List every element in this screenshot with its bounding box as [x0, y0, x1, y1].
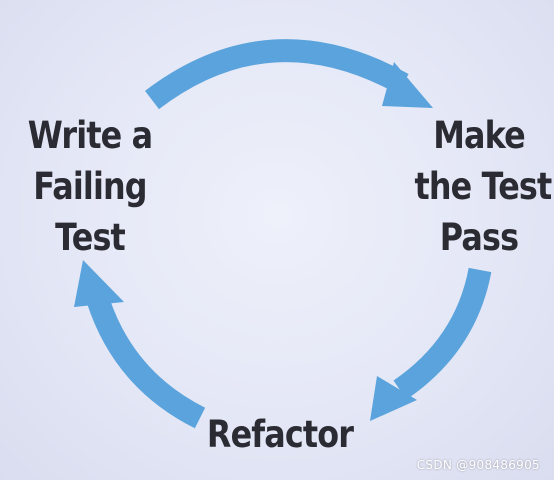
arrow-pass-to-refactor-head	[370, 376, 417, 421]
step-write-line-2: Failing	[33, 165, 147, 208]
arrow-refactor-to-write	[74, 260, 206, 429]
step-refactor: Refactor	[203, 409, 358, 460]
step-write-failing-test: Write a Failing Test	[13, 110, 168, 263]
step-make-test-pass: Make the Test Pass	[414, 110, 553, 263]
step-refactor-line-1: Refactor	[206, 413, 354, 456]
step-write-line-3: Test	[55, 216, 126, 259]
arrow-write-to-pass	[145, 39, 433, 110]
arrow-refactor-to-write-shaft	[87, 296, 206, 429]
watermark: CSDN @908486905	[416, 458, 540, 472]
arrow-write-to-pass-head	[382, 62, 433, 108]
step-pass-line-3: Pass	[439, 216, 519, 259]
arrow-pass-to-refactor-shaft	[393, 267, 492, 400]
arrow-pass-to-refactor	[370, 267, 492, 421]
arrow-write-to-pass-shaft	[145, 39, 409, 110]
step-pass-line-2: the Test	[414, 165, 553, 208]
arrow-refactor-to-write-head	[74, 260, 124, 307]
step-pass-line-1: Make	[433, 114, 525, 157]
step-write-line-1: Write a	[27, 114, 153, 157]
